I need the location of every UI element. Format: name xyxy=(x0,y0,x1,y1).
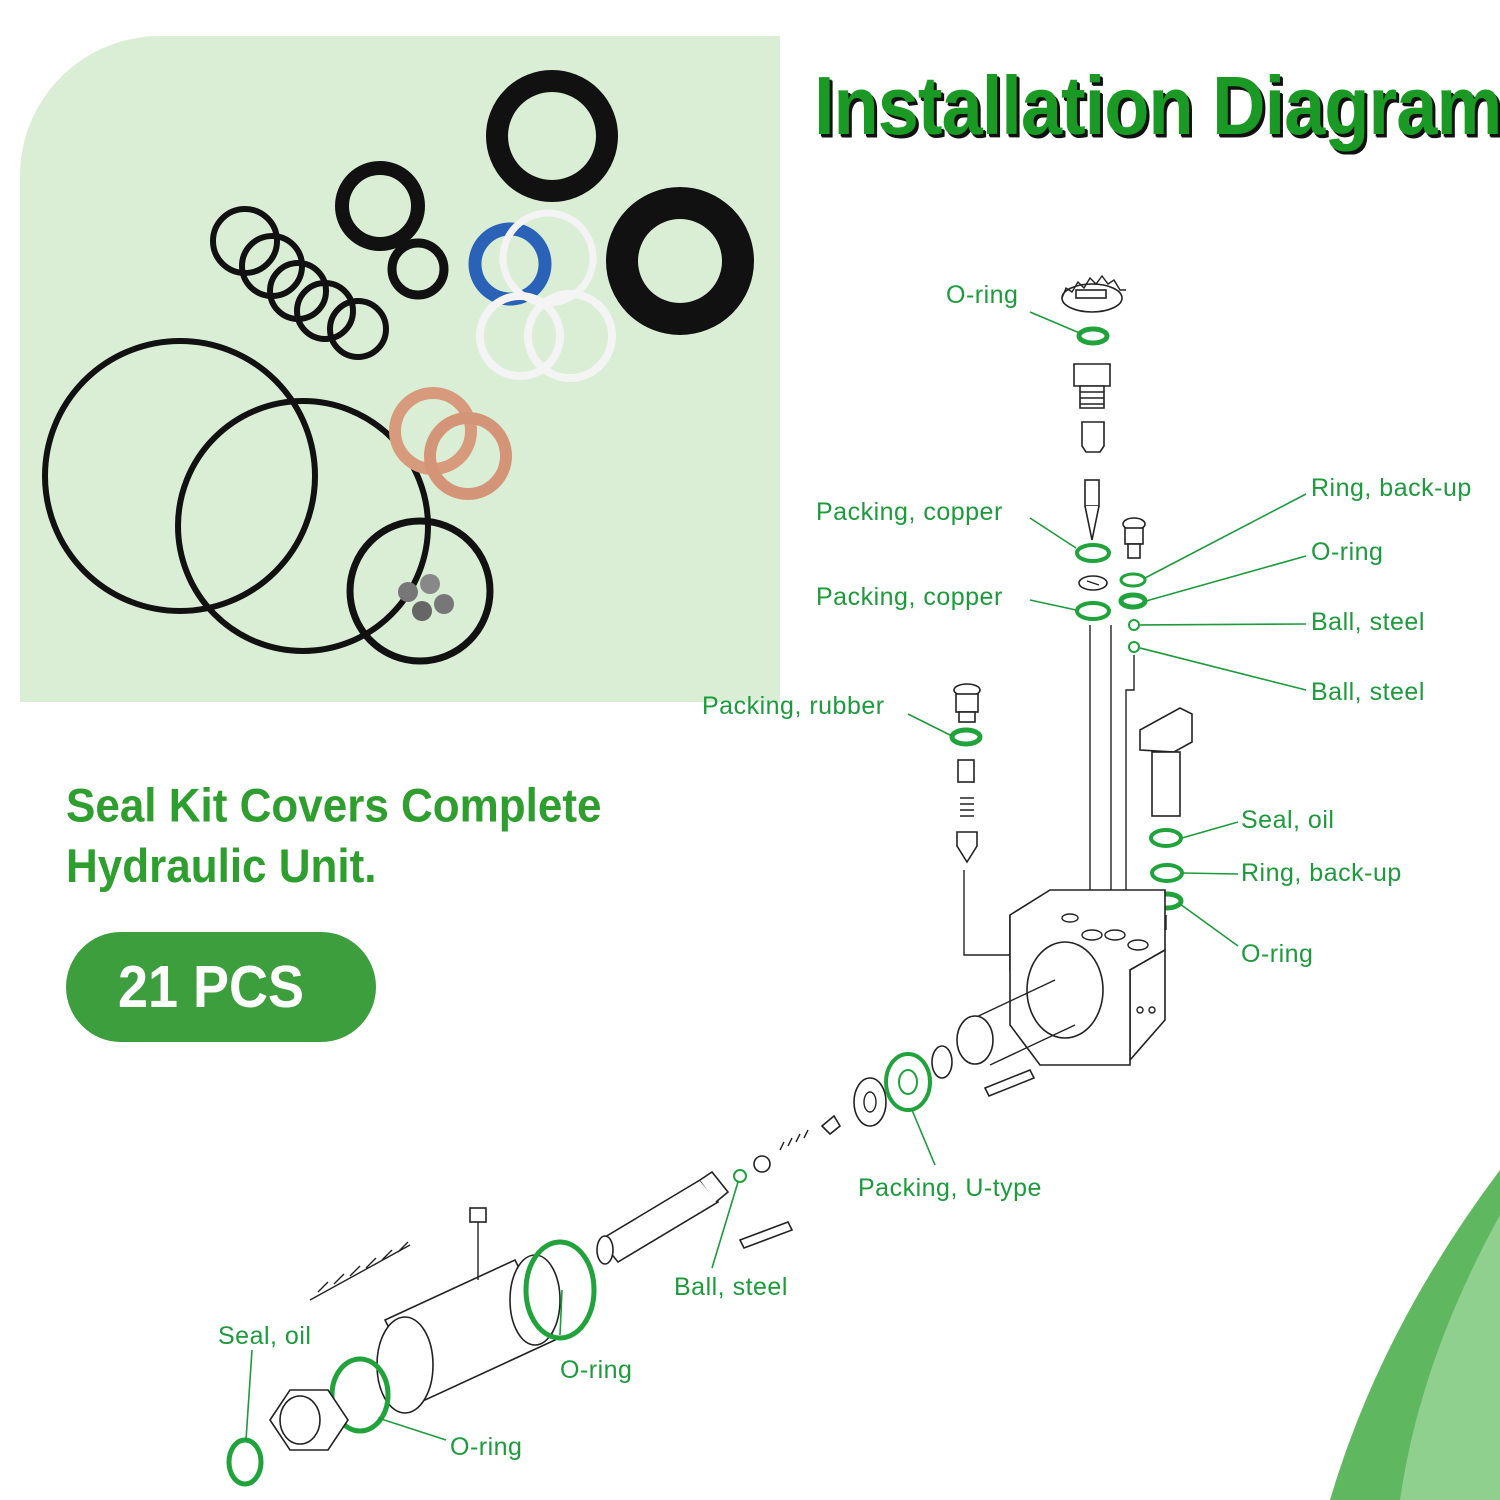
label-seal-oil-right: Seal, oil xyxy=(1241,806,1334,834)
poppet xyxy=(956,831,978,864)
label-seal-oil-bottom: Seal, oil xyxy=(218,1322,311,1350)
outer-cylinder xyxy=(376,1254,561,1414)
steel-ball xyxy=(412,601,432,621)
spring-small xyxy=(960,797,974,817)
set-screw xyxy=(957,759,975,783)
back-up-washer xyxy=(853,1077,887,1127)
small-o-ring xyxy=(327,298,389,360)
oil-seal-cup xyxy=(606,187,754,335)
label-o-ring-top: O-ring xyxy=(946,281,1018,309)
spring-long xyxy=(309,1241,411,1301)
gland-nut xyxy=(269,1389,349,1451)
pump-cylinder xyxy=(956,941,1104,1066)
plunger xyxy=(596,1170,730,1265)
plug-bolt xyxy=(1073,363,1111,409)
label-ring-back-up-top: Ring, back-up xyxy=(1311,474,1472,502)
steel-ball-plunger xyxy=(733,1169,747,1183)
corner-decoration-light xyxy=(1400,1215,1500,1500)
white-back-up-ring xyxy=(524,290,616,382)
label-o-ring-cylinder: O-ring xyxy=(560,1356,632,1384)
seal-oil-bottom xyxy=(226,1437,264,1487)
ring-back-up-right xyxy=(1119,572,1147,588)
oil-seal xyxy=(335,161,425,251)
packing-copper-1 xyxy=(1075,543,1111,563)
packing-rubber xyxy=(949,727,983,747)
spacer-nut xyxy=(1078,575,1108,591)
plunger-pin xyxy=(738,1220,794,1250)
check-valve xyxy=(820,1114,842,1136)
valve-cap xyxy=(1061,274,1126,313)
label-ring-back-up-lower: Ring, back-up xyxy=(1241,859,1402,887)
oil-seal-large xyxy=(486,70,618,202)
product-photo-panel xyxy=(20,36,780,702)
label-packing-copper-2: Packing, copper xyxy=(816,583,1003,611)
needle-valve xyxy=(1084,479,1100,541)
o-ring-top xyxy=(1076,326,1110,346)
snap-ring xyxy=(931,1045,953,1079)
tagline: Seal Kit Covers Complete Hydraulic Unit. xyxy=(66,776,666,897)
label-o-ring-lower: O-ring xyxy=(1241,940,1313,968)
seal-oil-right xyxy=(1149,828,1183,848)
ball-seat xyxy=(753,1155,771,1173)
oil-seal xyxy=(387,238,449,300)
tagline-line-2: Hydraulic Unit. xyxy=(66,839,377,893)
steel-ball-2 xyxy=(1128,641,1140,653)
packing-copper-2 xyxy=(1075,601,1111,621)
label-ball-steel-plunger: Ball, steel xyxy=(674,1273,788,1301)
label-o-ring-nut: O-ring xyxy=(450,1433,522,1461)
label-ball-steel-1: Ball, steel xyxy=(1311,608,1425,636)
relief-screw xyxy=(1122,517,1146,559)
large-o-ring xyxy=(175,398,431,654)
ring-back-up-lower xyxy=(1150,863,1184,883)
release-lever xyxy=(1139,707,1193,817)
large-o-ring xyxy=(42,338,318,614)
steel-ball xyxy=(398,582,418,602)
steel-ball xyxy=(434,594,454,614)
rubber-plug-screw xyxy=(953,683,981,723)
label-o-ring-right: O-ring xyxy=(1311,538,1383,566)
seal-kit-photo xyxy=(42,70,754,665)
steel-ball-1 xyxy=(1128,619,1140,631)
piece-count-badge: 21 PCS xyxy=(66,932,376,1042)
o-ring-right xyxy=(1118,592,1148,610)
medium-o-ring xyxy=(346,517,494,665)
label-packing-copper-1: Packing, copper xyxy=(816,498,1003,526)
valve-seat xyxy=(1081,421,1105,453)
packing-u-type xyxy=(884,1052,932,1112)
spring-check xyxy=(779,1129,809,1151)
connecting-pin xyxy=(983,1068,1036,1098)
bleed-screw xyxy=(469,1207,487,1280)
label-packing-u-type: Packing, U-type xyxy=(858,1174,1042,1202)
steel-ball xyxy=(420,574,440,594)
label-ball-steel-2: Ball, steel xyxy=(1311,678,1425,706)
piece-count-text: 21 PCS xyxy=(117,954,305,1020)
label-packing-rubber: Packing, rubber xyxy=(702,692,885,720)
white-back-up-ring xyxy=(476,292,564,380)
tagline-line-1: Seal Kit Covers Complete xyxy=(66,779,602,833)
o-ring-cylinder xyxy=(523,1239,597,1341)
copper-washer xyxy=(424,412,512,500)
page-title: Installation Diagram xyxy=(814,59,1500,153)
small-o-ring xyxy=(294,280,356,342)
